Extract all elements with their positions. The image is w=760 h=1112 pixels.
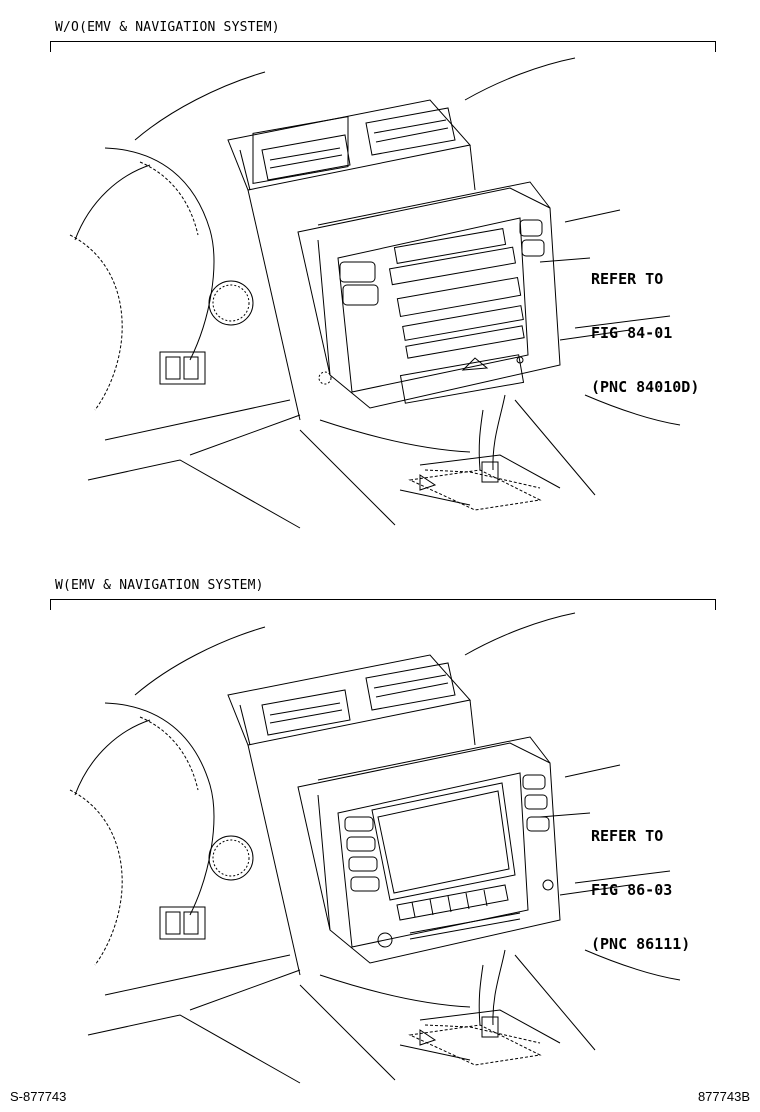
- footer-right-code: 877743B: [697, 1089, 750, 1104]
- callout-top-line2: FIG 84-01: [591, 324, 673, 342]
- callout-bottom-line1: REFER TO: [591, 827, 664, 845]
- section-header-bottom: W(EMV & NAVIGATION SYSTEM): [55, 578, 264, 593]
- dashboard-illustration-bottom: [0, 555, 760, 1095]
- section-header-top: W/O(EMV & NAVIGATION SYSTEM): [55, 20, 280, 35]
- callout-top-line3: (PNC 84010D): [591, 378, 700, 396]
- callout-bottom-line2: FIG 86-03: [591, 881, 673, 899]
- footer-left-code: S-877743: [10, 1089, 67, 1104]
- callout-bottom: REFER TO FIG 86-03 (PNC 86111): [591, 791, 690, 971]
- callout-top: REFER TO FIG 84-01 (PNC 84010D): [591, 234, 699, 414]
- section-bracket-top: [50, 41, 716, 52]
- dashboard-illustration-top: [0, 0, 760, 540]
- callout-top-line1: REFER TO: [591, 270, 664, 288]
- section-bracket-bottom: [50, 599, 716, 610]
- callout-bottom-line3: (PNC 86111): [591, 935, 691, 953]
